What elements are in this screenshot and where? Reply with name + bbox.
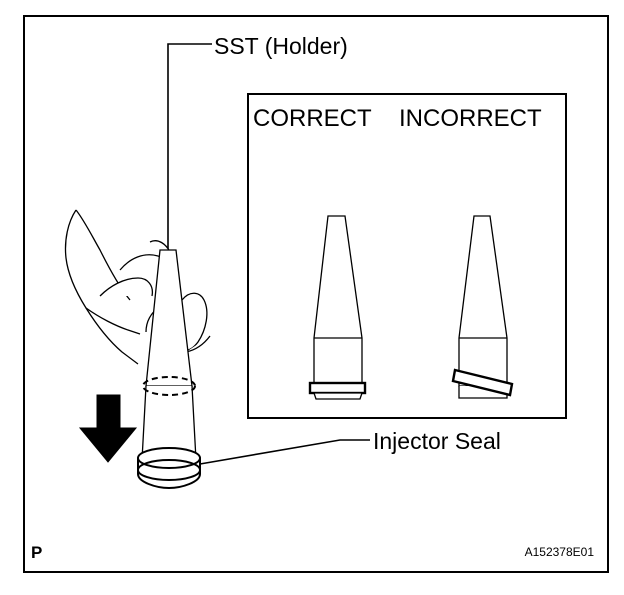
injector-seal-label: Injector Seal — [373, 428, 501, 454]
comparison-box — [247, 93, 567, 419]
incorrect-seal — [451, 368, 514, 397]
injector-seal-part — [137, 447, 201, 490]
sst-holder-tool — [141, 249, 197, 461]
down-arrow-icon — [78, 394, 138, 463]
sst-leader-line — [167, 43, 212, 318]
correct-label: CORRECT — [253, 105, 372, 132]
correct-seal — [308, 381, 367, 395]
injector-seal-leader-line — [199, 439, 370, 465]
seal-dashed-position — [142, 376, 196, 396]
figure-id-label: A152378E01 — [525, 545, 595, 559]
incorrect-nozzle — [451, 215, 514, 399]
view-code-label: P — [31, 543, 42, 562]
outer-frame — [23, 15, 609, 573]
hand-illustration — [64, 209, 211, 365]
sst-holder-label: SST (Holder) — [214, 33, 348, 59]
correct-nozzle — [308, 215, 367, 400]
incorrect-label: INCORRECT — [399, 105, 542, 132]
